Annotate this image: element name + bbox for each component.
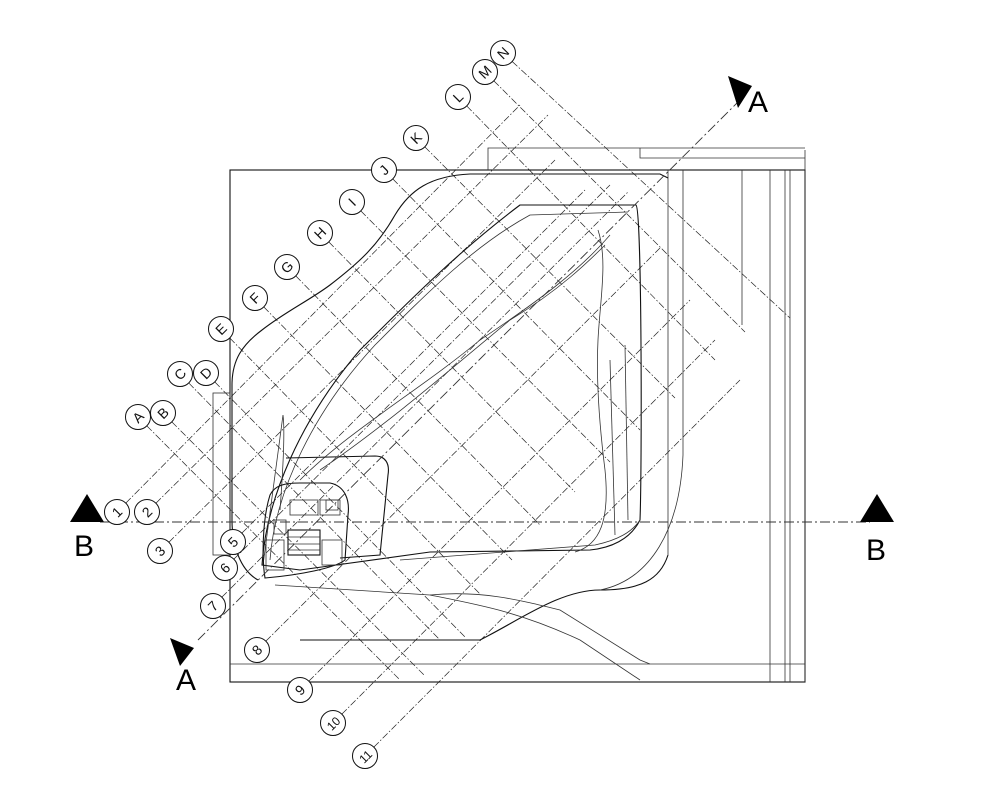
grid-bubble-number-3: 3 (147, 538, 173, 564)
building-envelope (231, 173, 684, 681)
grid-bubble-circle (490, 40, 516, 66)
grid-line-number-1 (125, 104, 521, 504)
grid-bubble-circle (125, 404, 151, 430)
grid-line-letter-n (511, 61, 791, 319)
grid-bubble-circle (147, 538, 173, 564)
grid-bubble-circle (339, 189, 365, 215)
grid-bubble-circle (274, 254, 300, 280)
grid-line-letter-l (466, 105, 716, 361)
atrium-shell (261, 204, 642, 571)
grid-line-letter-e (229, 337, 481, 595)
grid-bubble-circle (403, 125, 429, 151)
grid-bubble-circle (212, 555, 238, 581)
grid-bubble-circle (150, 400, 176, 426)
section-label-b-left: B (74, 530, 94, 563)
grid-bubble-number-2: 2 (134, 499, 160, 525)
grid-bubble-number-10: 10 (320, 710, 346, 736)
grid-line-letter-k (424, 146, 676, 399)
grid-line-letter-h (328, 241, 576, 493)
section-label-b-right: B (866, 534, 886, 567)
grid-bubble-circle (445, 84, 471, 110)
grid-bubble-circle (371, 157, 397, 183)
grid-bubble-circle (352, 743, 378, 769)
grid-line-letter-g (295, 275, 541, 526)
grid-bubble-letter-c: C (167, 361, 193, 387)
grid-line-number-5 (241, 189, 586, 534)
grid-bubble-circle (104, 499, 130, 525)
grid-bubble-letter-n: N (490, 40, 516, 66)
grid-bubble-circle (208, 316, 234, 342)
section-mark-b-left: B (70, 494, 104, 563)
grid-bubble-letter-d: D (193, 360, 219, 386)
core-block (262, 455, 389, 579)
grid-line-number-7 (221, 191, 629, 598)
grid-line-letter-c (188, 382, 441, 641)
grid-bubble-circle (307, 220, 333, 246)
grid-bubble-circle (287, 677, 313, 703)
section-lines (100, 99, 870, 641)
grid-line-letter-j (392, 178, 641, 431)
grid-line-letter-f (263, 306, 513, 561)
grid-bubble-letter-l: L (445, 84, 471, 110)
grid-bubble-circle (200, 593, 226, 619)
section-mark-a-bottom: A (170, 638, 196, 697)
grid-line-number-2 (155, 114, 549, 504)
section-label-a-top: A (748, 86, 768, 119)
grid-bubble-circle (244, 637, 270, 663)
grid-bubble-circle (167, 361, 193, 387)
grid-line-number-9 (308, 299, 691, 682)
grid-bubble-letter-h: H (307, 220, 333, 246)
grid-bubble-number-5: 5 (220, 529, 246, 555)
grid-bubble-circle (193, 360, 219, 386)
grid-bubble-letter-f: F (242, 285, 268, 311)
grid-bubble-letter-i: I (339, 189, 365, 215)
grid-line-number-10 (341, 339, 716, 715)
section-label-a-bottom: A (176, 664, 196, 697)
grid-bubble-number-6: 6 (212, 555, 238, 581)
grid-bubble-letter-g: G (274, 254, 300, 280)
grid-line-letter-m (493, 80, 746, 333)
grid-line-number-6 (233, 184, 611, 560)
grid-line-number-3 (168, 159, 556, 543)
grid-lines (125, 61, 791, 748)
section-mark-b-right: B (860, 494, 894, 567)
grid-bubble-circle (242, 285, 268, 311)
grid-line-letter-b (171, 421, 426, 677)
grid-bubble-circle (220, 529, 246, 555)
grid-bubble-letter-b: B (150, 400, 176, 426)
grid-bubble-circle (320, 710, 346, 736)
grid-line-number-8 (265, 247, 661, 642)
section-mark-a-top: A (728, 76, 768, 119)
grid-bubble-letter-j: J (371, 157, 397, 183)
grid-bubble-circle (472, 59, 498, 85)
grid-bubble-circle (134, 499, 160, 525)
grid-bubble-letter-e: E (208, 316, 234, 342)
grid-bubble-number-11: 11 (352, 743, 378, 769)
grid-bubble-number-7: 7 (200, 593, 226, 619)
grid-line-number-11 (373, 379, 741, 748)
grid-bubble-number-9: 9 (287, 677, 313, 703)
grid-bubble-letter-m: M (472, 59, 498, 85)
grid-bubble-letter-a: A (125, 404, 151, 430)
grid-bubble-number-8: 8 (244, 637, 270, 663)
grid-bubble-number-1: 1 (104, 499, 130, 525)
grid-line-letter-a (146, 425, 401, 681)
site-boundary (212, 147, 806, 683)
grid-bubble-letter-k: K (403, 125, 429, 151)
